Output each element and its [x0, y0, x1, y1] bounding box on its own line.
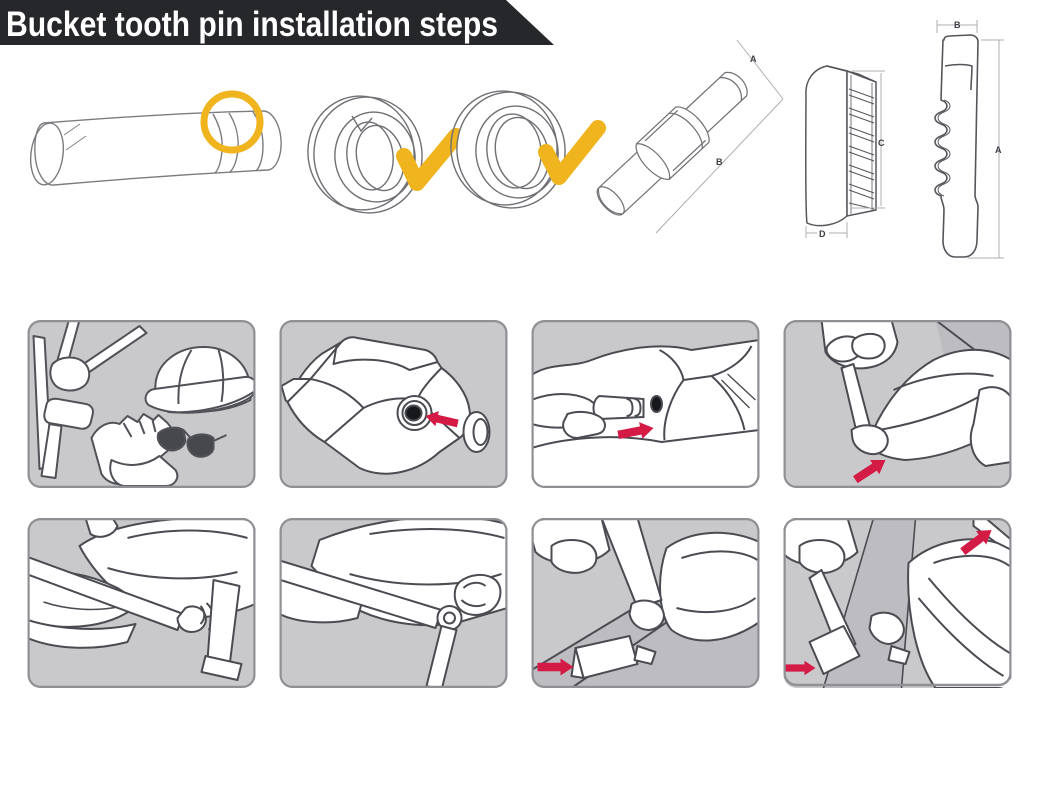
svg-text:D: D: [819, 229, 826, 239]
svg-text:Bucket tooth pin installation: Bucket tooth pin installation steps: [6, 5, 498, 44]
svg-text:A: A: [750, 54, 757, 64]
svg-text:B: B: [954, 20, 961, 30]
svg-text:A: A: [995, 145, 1002, 155]
svg-text:C: C: [878, 138, 885, 148]
svg-text:B: B: [716, 157, 723, 167]
